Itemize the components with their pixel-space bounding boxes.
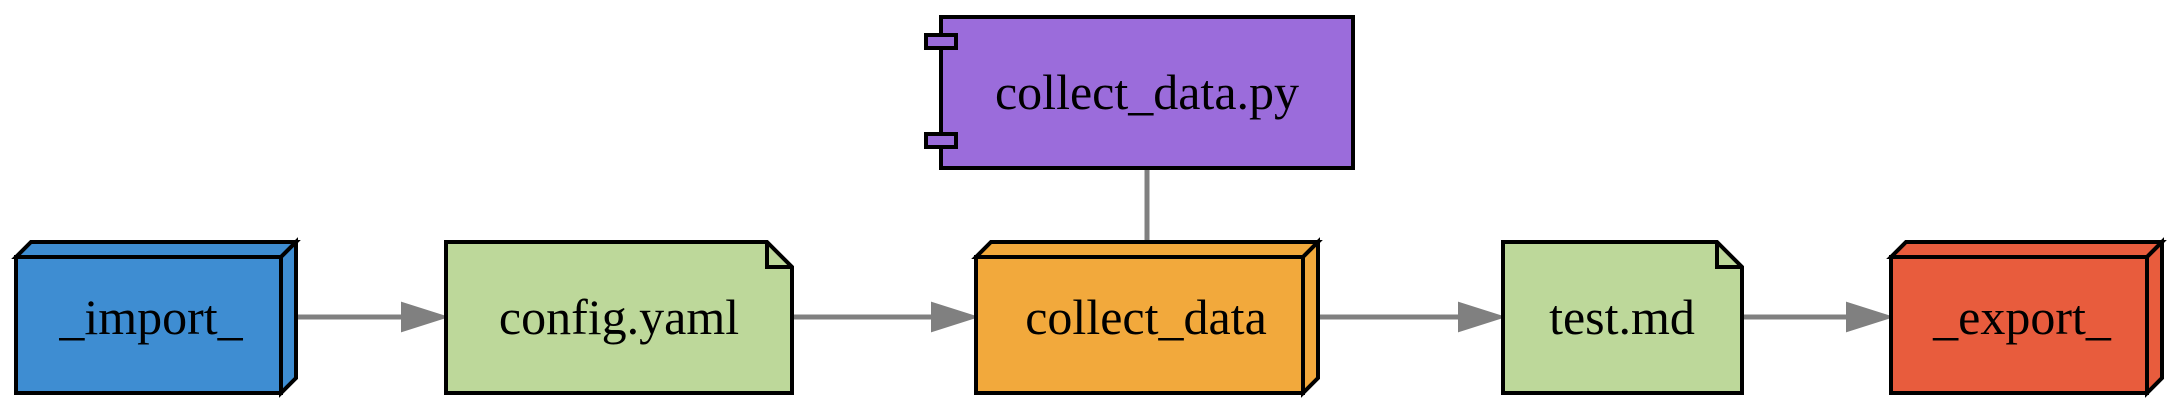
arrowhead-collect <box>931 301 980 333</box>
node-collect-label: collect_data <box>1025 289 1267 345</box>
node-test-shape <box>1501 240 1744 395</box>
arrowhead-export <box>1846 301 1895 333</box>
node-import-label: _import_ <box>58 289 243 345</box>
node-test: test.md <box>1501 240 1744 395</box>
node-import-front-face <box>14 255 283 395</box>
node-test-label: test.md <box>1549 289 1695 345</box>
node-test-fold <box>1715 242 1742 269</box>
node-export-front-face <box>1889 255 2149 395</box>
node-script-label: collect_data.py <box>995 64 1299 120</box>
edges <box>297 169 1895 333</box>
node-config-label: config.yaml <box>499 289 739 345</box>
node-export: _export_ <box>1886 237 2167 398</box>
node-import-side-face <box>279 237 298 398</box>
arrowhead-config <box>401 301 450 333</box>
node-collect-side-face <box>1301 237 1320 398</box>
node-export-top-face <box>1886 240 2167 259</box>
node-config-fold <box>765 242 792 269</box>
node-collect-top-face <box>971 240 1323 259</box>
arrowhead-test <box>1458 301 1507 333</box>
node-collect-front-face <box>974 255 1305 395</box>
node-script-port-bottom <box>924 132 958 149</box>
node-config: config.yaml <box>444 240 794 395</box>
node-script: collect_data.py <box>924 15 1355 170</box>
node-export-label: _export_ <box>1932 289 2112 345</box>
node-collect: collect_data <box>971 237 1323 398</box>
node-script-body <box>939 15 1355 170</box>
node-import: _import_ <box>11 237 301 398</box>
node-config-shape <box>444 240 794 395</box>
node-import-top-face <box>11 240 301 259</box>
node-script-port-top <box>924 33 958 50</box>
node-export-side-face <box>2145 237 2164 398</box>
